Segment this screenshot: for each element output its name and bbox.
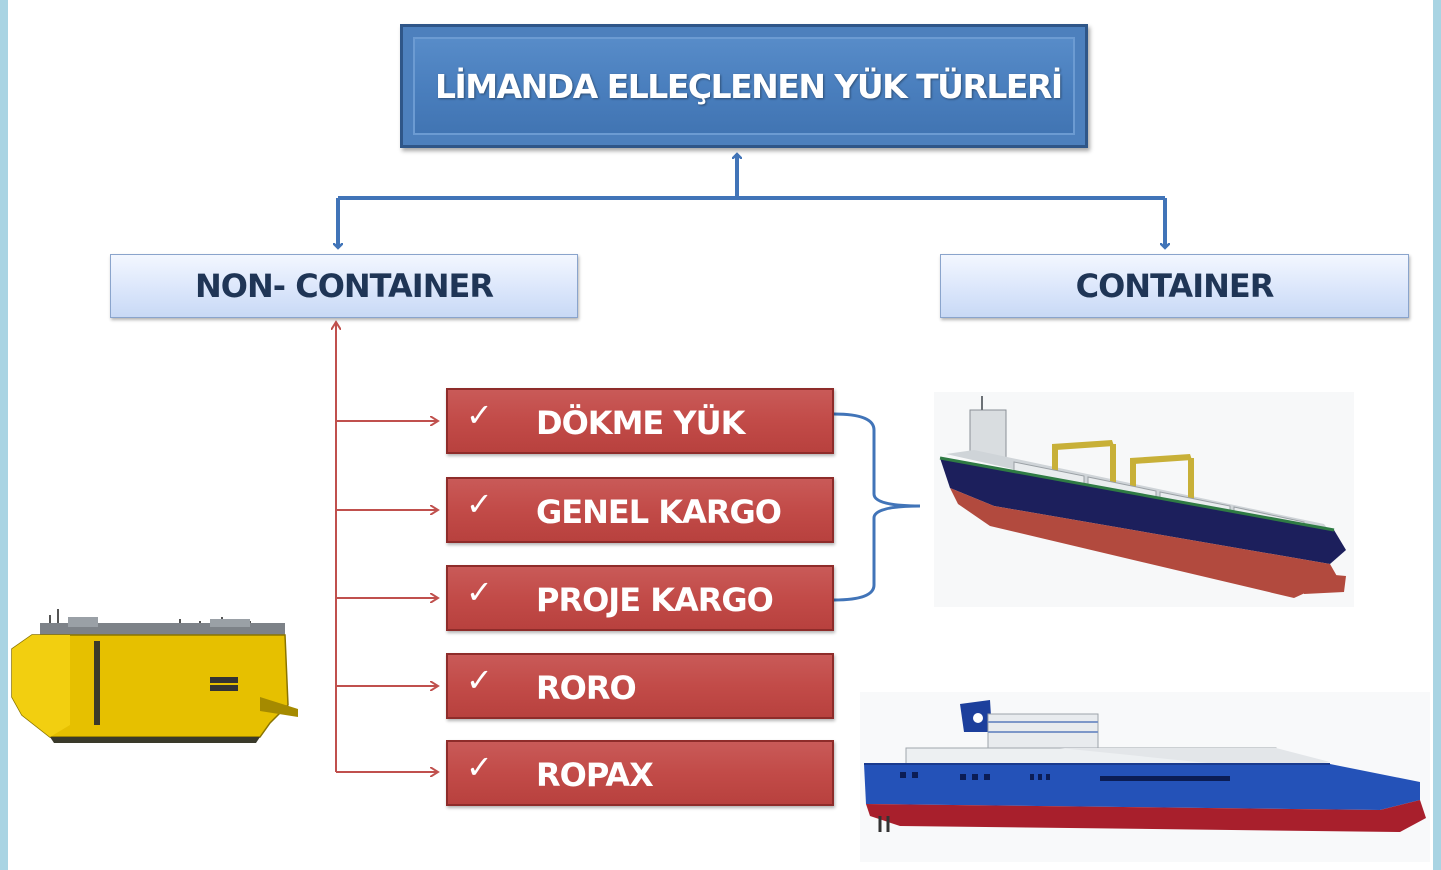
cargo-box-dokme-yuk: ✓ DÖKME YÜK <box>446 388 834 454</box>
check-icon: ✓ <box>466 748 493 786</box>
brace-bracket <box>833 412 921 602</box>
ropax-ferry-ship-icon <box>860 692 1430 862</box>
bulk-carrier-ship-icon <box>934 392 1354 607</box>
container-label: CONTAINER <box>1075 267 1275 305</box>
cargo-label: RORO <box>536 669 637 707</box>
cargo-box-roro: ✓ RORO <box>446 653 834 719</box>
non-container-box: NON- CONTAINER <box>110 254 578 318</box>
check-icon: ✓ <box>466 573 493 611</box>
diagram-title: LİMANDA ELLEÇLENEN YÜK TÜRLERİ <box>435 66 1063 106</box>
diagram-canvas: LİMANDA ELLEÇLENEN YÜK TÜRLERİ NON- CONT… <box>8 0 1433 870</box>
cargo-box-ropax: ✓ ROPAX <box>446 740 834 806</box>
container-box: CONTAINER <box>940 254 1409 318</box>
check-icon: ✓ <box>466 485 493 523</box>
non-container-label: NON- CONTAINER <box>195 267 494 305</box>
cargo-label: GENEL KARGO <box>536 493 782 531</box>
diagram-title-box: LİMANDA ELLEÇLENEN YÜK TÜRLERİ <box>400 24 1088 148</box>
connector-lines <box>8 0 1433 870</box>
check-icon: ✓ <box>466 396 493 434</box>
roro-ship-icon <box>11 609 298 743</box>
check-icon: ✓ <box>466 661 493 699</box>
cargo-box-genel-kargo: ✓ GENEL KARGO <box>446 477 834 543</box>
cargo-label: ROPAX <box>536 756 654 794</box>
cargo-label: DÖKME YÜK <box>536 404 745 442</box>
cargo-box-proje-kargo: ✓ PROJE KARGO <box>446 565 834 631</box>
cargo-label: PROJE KARGO <box>536 581 774 619</box>
